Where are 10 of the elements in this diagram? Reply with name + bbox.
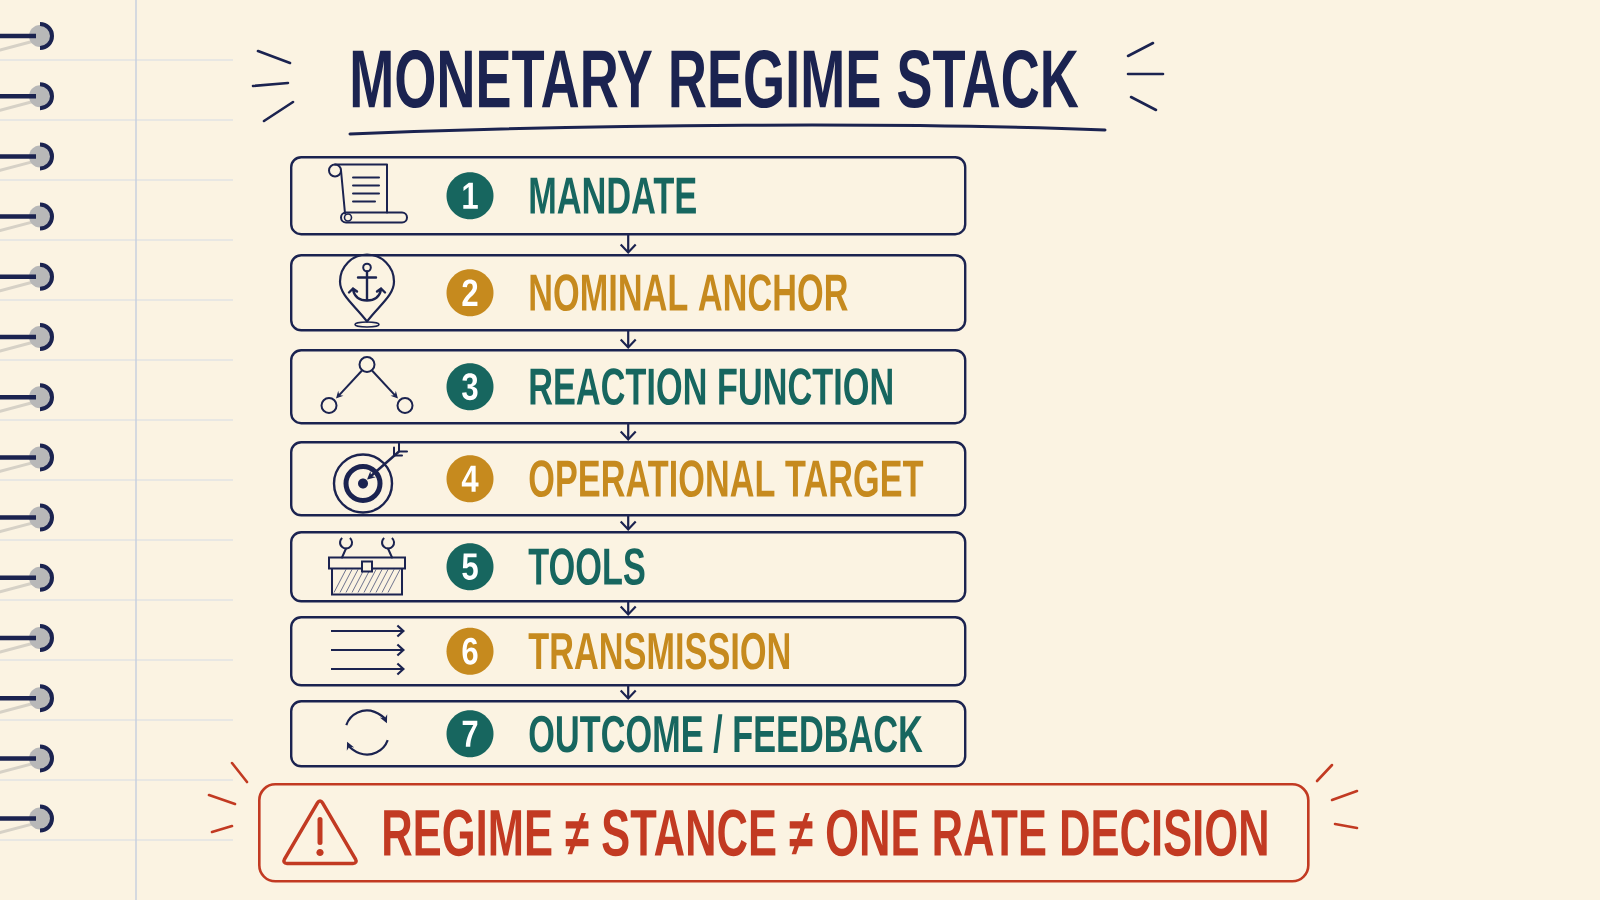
number-badge: 4 (446, 455, 494, 503)
title: MONETARY REGIME STACK (352, 50, 1079, 109)
number-badge: 1 (446, 172, 494, 220)
number-badge: 6 (446, 627, 494, 675)
number-badge: 3 (446, 363, 494, 411)
number-badge: 5 (446, 543, 494, 591)
alert-box: REGIME ≠ STANCE ≠ ONE RATE DECISION (258, 783, 1310, 883)
number-badge: 2 (446, 269, 494, 317)
arrow (619, 234, 637, 254)
number-badge: 7 (446, 710, 494, 758)
